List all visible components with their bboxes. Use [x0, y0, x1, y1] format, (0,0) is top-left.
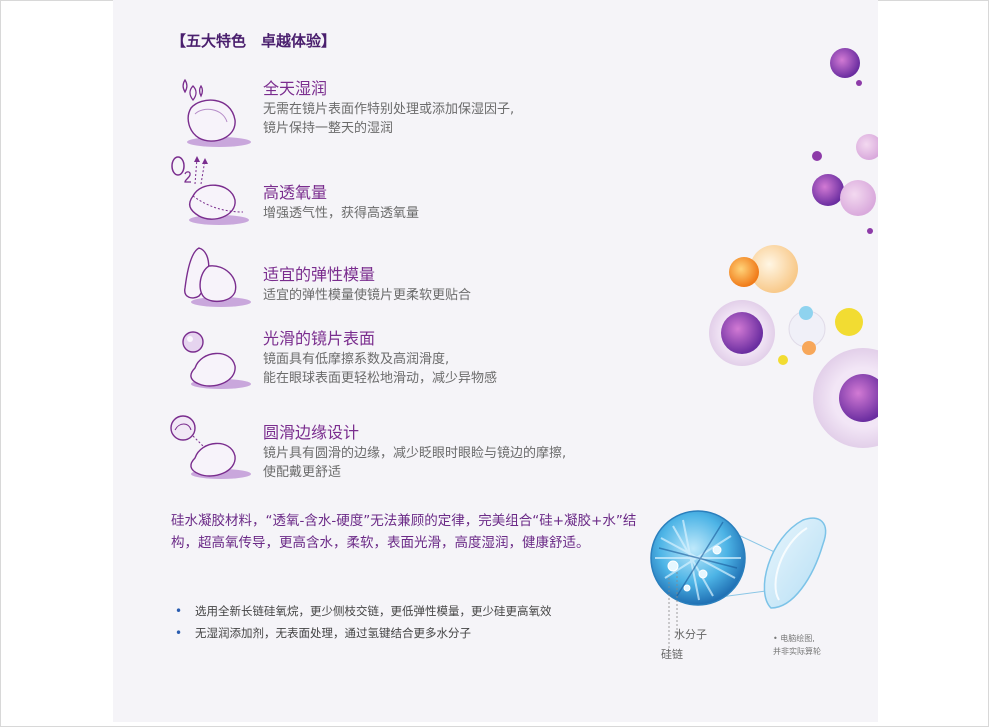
decorative-bubbles: [709, 48, 878, 448]
feature-desc-line: 能在眼球表面更轻松地滑动，减少异物感: [263, 371, 498, 386]
droplets-lens-icon: [182, 78, 251, 147]
flexible-lens-icon: [184, 247, 251, 307]
note-line: 并非实际算轮: [773, 647, 821, 656]
section-title: 【五大特色 卓越体验】: [171, 32, 337, 50]
oxygen-lens-icon: [171, 156, 249, 225]
feature-title: 高透氧量: [263, 183, 328, 202]
feature-bullets: 选用全新长链硅氧烷，更少侧枝交链，更低弹性模量，更少硅更高氧效 无湿润添加剂，无…: [173, 600, 552, 644]
feature-desc-line: 镜片具有圆滑的边缘，减少眨眼时眼睑与镜边的摩擦,: [263, 446, 567, 461]
feature-desc-line: 镜片保持一整天的湿润: [263, 121, 394, 136]
feature-title: 圆滑边缘设计: [263, 423, 360, 442]
silicone-hydrogel-diagram: [650, 510, 827, 654]
feature-desc-line: 镜面具有低摩擦系数及高润滑度,: [263, 352, 450, 367]
feature-desc-line: 增强透气性，获得高透氧量: [263, 206, 420, 221]
smooth-lens-icon: [182, 331, 251, 389]
bullet-item: 选用全新长链硅氧烷，更少侧枝交链，更低弹性模量，更少硅更高氧效: [173, 600, 552, 622]
bullet-item: 无湿润添加剂，无表面处理，通过氢键结合更多水分子: [173, 622, 552, 644]
illustration-note: • 电脑绘图, 并非实际算轮: [773, 632, 821, 658]
intro-paragraph: 硅水凝胶材料，“透氧-含水-硬度”无法兼顾的定律，完美组合“硅+凝胶+水”结构，…: [171, 513, 637, 551]
note-line: • 电脑绘图,: [773, 634, 815, 643]
feature-title: 全天湿润: [263, 79, 328, 98]
edge-magnifier-lens-icon: [170, 415, 251, 479]
water-molecule-label: 水分子: [674, 628, 707, 641]
feature-title: 适宜的弹性模量: [263, 265, 376, 284]
feature-title: 光滑的镜片表面: [263, 329, 376, 348]
feature-desc-line: 使配戴更舒适: [263, 465, 342, 480]
content-panel: 【五大特色 卓越体验】 全天湿润 无需在镜片表面作特别处理或添加保湿因子, 镜片…: [113, 0, 878, 722]
silicone-chain-label: 硅链: [661, 648, 683, 661]
feature-desc-line: 无需在镜片表面作特别处理或添加保湿因子,: [263, 102, 515, 117]
feature-desc-line: 适宜的弹性模量使镜片更柔软更贴合: [263, 288, 472, 303]
